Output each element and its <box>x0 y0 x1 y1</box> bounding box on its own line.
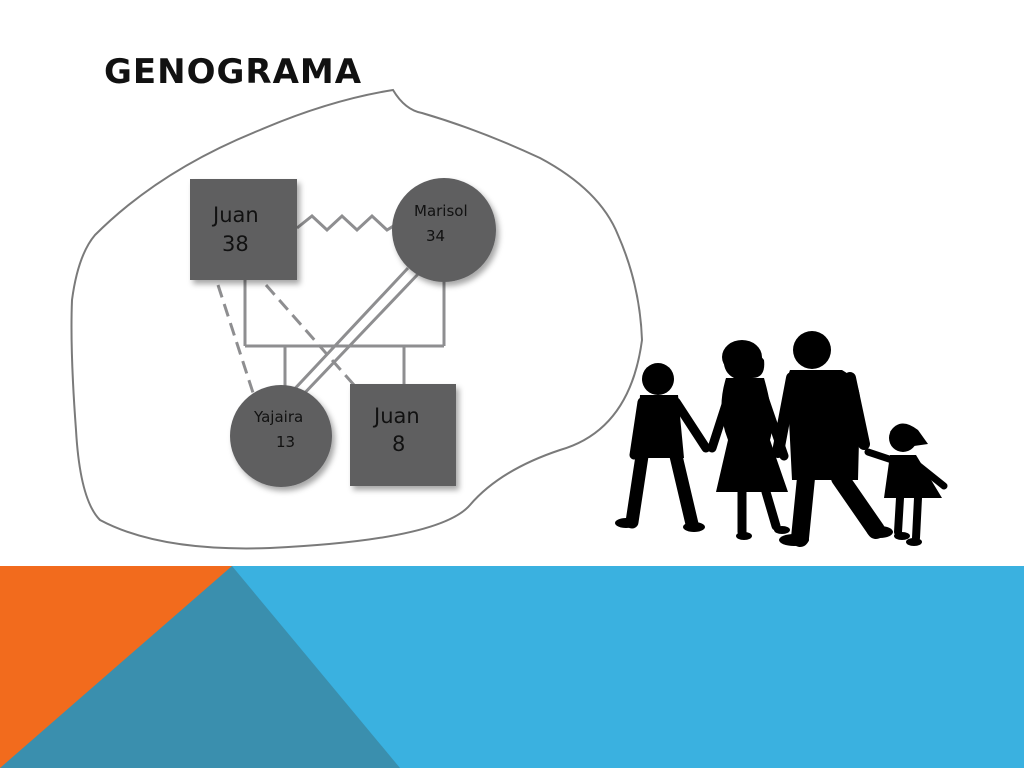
daughter-age: 13 <box>276 433 295 451</box>
family-silhouette-image <box>615 331 948 547</box>
orange-triangle <box>0 566 232 768</box>
mother-name: Marisol <box>414 202 468 220</box>
mother-age: 34 <box>426 227 445 245</box>
daughter-name: Yajaira <box>253 408 303 426</box>
distant-relation-line-father-son <box>264 284 356 386</box>
man-silhouette-icon <box>772 331 893 547</box>
female-circle-icon <box>230 385 332 487</box>
male-square-icon <box>350 384 456 486</box>
daughter-node: Yajaira 13 <box>230 385 332 487</box>
female-circle-icon <box>392 178 496 282</box>
girl-silhouette-icon <box>864 423 948 546</box>
bottom-band <box>0 566 1024 768</box>
father-node: Juan 38 <box>190 179 297 280</box>
family-boundary-outline <box>70 88 644 550</box>
son-age: 8 <box>392 432 405 456</box>
slide-title: GENOGRAMA <box>104 52 363 92</box>
conflict-zigzag-line <box>296 213 401 233</box>
genogram-connectors <box>216 213 446 403</box>
close-relation-line-1 <box>286 266 410 398</box>
woman-silhouette-icon <box>707 340 790 540</box>
distant-relation-line-father-daughter <box>216 284 258 403</box>
son-name: Juan <box>372 404 420 428</box>
close-relation-line-2 <box>296 270 422 402</box>
father-age: 38 <box>222 232 249 256</box>
boy-silhouette-icon <box>615 363 711 532</box>
father-name: Juan <box>211 203 259 227</box>
mother-node: Marisol 34 <box>392 178 496 282</box>
male-square-icon <box>190 179 297 280</box>
son-node: Juan 8 <box>350 384 456 486</box>
